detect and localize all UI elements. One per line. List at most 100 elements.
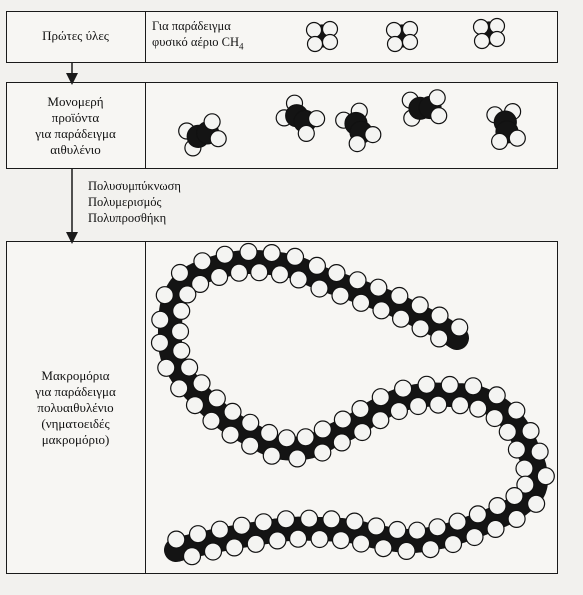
hydrogen-atom — [375, 540, 392, 557]
hydrogen-atom — [152, 334, 169, 351]
hydrogen-atom — [393, 310, 410, 327]
hydrogen-atom — [193, 375, 210, 392]
hydrogen-atom — [353, 535, 370, 552]
hydrogen-atom — [403, 35, 418, 50]
hydrogen-atom — [418, 376, 435, 393]
hydrogen-atom — [412, 320, 429, 337]
hydrogen-atom — [390, 403, 407, 420]
hydrogen-atom — [509, 130, 525, 146]
hydrogen-atom — [469, 506, 486, 523]
hydrogen-atom — [352, 401, 369, 418]
hydrogen-atom — [333, 434, 350, 451]
hydrogen-atom — [506, 488, 523, 505]
hydrogen-atom — [211, 521, 228, 538]
hydrogen-atom — [278, 511, 295, 528]
hydrogen-atom — [410, 398, 427, 415]
hydrogen-atom — [516, 460, 533, 477]
hydrogen-atom — [171, 380, 188, 397]
hydrogen-atom — [289, 450, 306, 467]
hydrogen-atom — [211, 268, 228, 285]
hydrogen-atom — [204, 114, 220, 130]
hydrogen-atom — [240, 244, 257, 261]
hydrogen-atom — [210, 131, 226, 147]
hydrogen-atom — [152, 311, 169, 328]
hydrogen-atom — [158, 359, 175, 376]
hydrogen-atom — [233, 517, 250, 534]
hydrogen-atom — [278, 430, 295, 447]
hydrogen-atom — [179, 286, 196, 303]
hydrogen-atom — [391, 288, 408, 305]
hydrogen-atom — [431, 108, 447, 124]
hydrogen-atom — [272, 266, 289, 283]
hydrogen-atom — [263, 447, 280, 464]
hydrogen-atom — [298, 125, 314, 141]
hydrogen-atom — [290, 530, 307, 547]
hydrogen-atom — [194, 253, 211, 270]
hydrogen-atom — [387, 23, 402, 38]
hydrogen-atom — [172, 265, 189, 282]
hydrogen-atom — [190, 526, 207, 543]
hydrogen-atom — [328, 265, 345, 282]
hydrogen-atom — [208, 390, 225, 407]
hydrogen-atom — [184, 548, 201, 565]
hydrogen-atom — [242, 414, 259, 431]
hydrogen-atom — [465, 378, 482, 395]
hydrogen-atom — [451, 319, 468, 336]
hydrogen-atom — [522, 423, 539, 440]
polyethylene-chain — [152, 244, 555, 565]
hydrogen-atom — [251, 264, 268, 281]
hydrogen-atom — [531, 443, 548, 460]
hydrogen-atom — [489, 498, 506, 515]
hydrogen-atom — [203, 412, 220, 429]
hydrogen-atom — [311, 280, 328, 297]
hydrogen-atom — [431, 330, 448, 347]
hydrogen-atom — [334, 411, 351, 428]
hydrogen-atom — [508, 402, 525, 419]
hydrogen-atom — [261, 425, 278, 442]
hydrogen-atom — [365, 127, 381, 143]
hydrogen-atom — [411, 297, 428, 314]
hydrogen-atom — [499, 423, 516, 440]
hydrogen-atom — [429, 519, 446, 536]
hydrogen-atom — [474, 20, 489, 35]
hydrogen-atom — [314, 444, 331, 461]
hydrogen-atom — [431, 307, 448, 324]
hydrogen-atom — [309, 111, 325, 127]
hydrogen-atom — [263, 245, 280, 262]
hydrogen-atom — [388, 37, 403, 52]
hydrogen-atom — [486, 410, 503, 427]
ethylene-molecules — [179, 90, 526, 156]
hydrogen-atom — [231, 264, 248, 281]
hydrogen-atom — [398, 542, 415, 559]
hydrogen-atom — [205, 543, 222, 560]
hydrogen-atom — [395, 380, 412, 397]
hydrogen-atom — [449, 513, 466, 530]
hydrogen-atom — [314, 421, 331, 438]
hydrogen-atom — [290, 271, 307, 288]
hydrogen-atom — [255, 514, 272, 531]
hydrogen-atom — [297, 429, 314, 446]
hydrogen-atom — [445, 536, 462, 553]
hydrogen-atom — [490, 32, 505, 47]
hydrogen-atom — [187, 397, 204, 414]
hydrogen-atom — [172, 323, 189, 340]
hydrogen-atom — [226, 539, 243, 556]
hydrogen-atom — [242, 437, 259, 454]
hydrogen-atom — [287, 248, 304, 265]
hydrogen-atom — [307, 23, 322, 38]
hydrogen-atom — [452, 397, 469, 414]
hydrogen-atom — [373, 302, 390, 319]
hydrogen-atom — [332, 287, 349, 304]
hydrogen-atom — [487, 520, 504, 537]
hydrogen-atom — [349, 272, 366, 289]
hydrogen-atom — [269, 532, 286, 549]
hydrogen-atom — [156, 287, 173, 304]
hydrogen-atom — [222, 426, 239, 443]
hydrogen-atom — [475, 34, 490, 49]
hydrogen-atom — [247, 535, 264, 552]
hydrogen-atom — [492, 133, 508, 149]
hydrogen-atom — [333, 532, 350, 549]
hydrogen-atom — [311, 531, 328, 548]
hydrogen-atom — [346, 513, 363, 530]
hydrogen-atom — [173, 342, 190, 359]
